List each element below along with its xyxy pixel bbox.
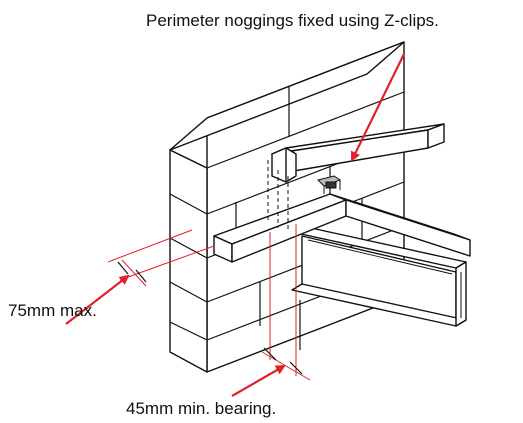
max-gap-label: 75mm max. [8,301,97,320]
wall-top [169,41,405,151]
nogging-box-end [271,147,297,183]
z-clip [317,175,342,194]
nogging-end [427,123,445,149]
dimension-ticks [117,261,303,375]
dimension-45mm [261,224,311,381]
dimension-75mm [107,229,215,287]
min-bearing-leader-arrow [231,365,286,397]
wall-end-block [169,149,208,373]
cross-beam [213,193,471,263]
noggings-leader-arrow [351,53,405,162]
min-bearing-label: 45mm min. bearing. [126,399,276,418]
main-beam-side [345,199,471,257]
max-gap-leader-arrow [65,274,130,325]
perimeter-nogging [271,123,445,183]
noggings-label: Perimeter noggings fixed using Z-clips. [146,11,439,30]
hidden-lines [267,160,289,232]
